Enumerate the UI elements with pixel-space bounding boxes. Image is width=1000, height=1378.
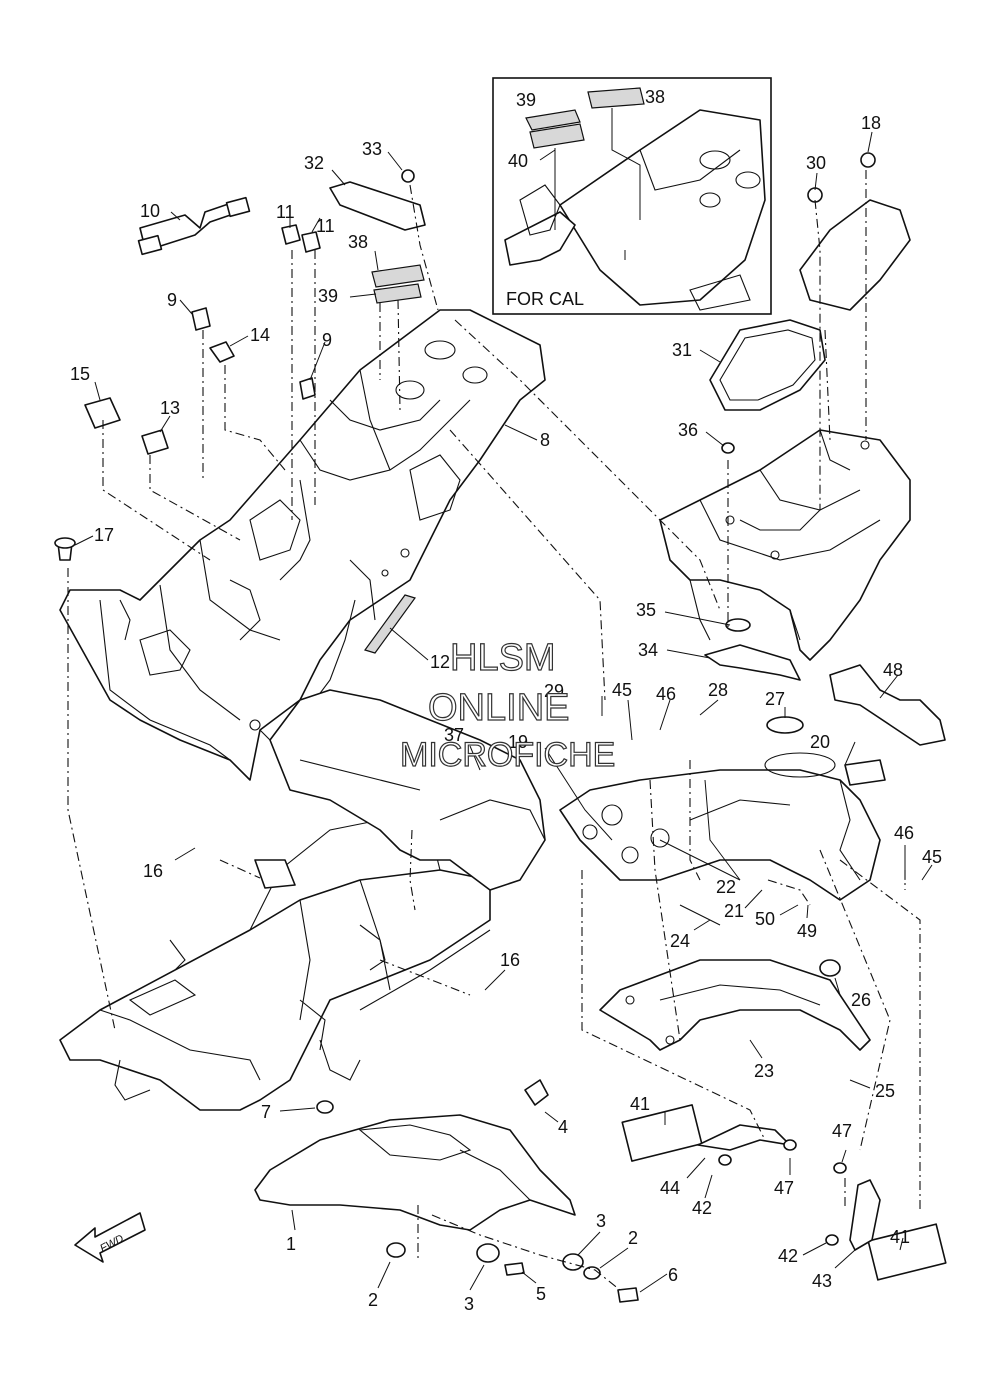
watermark-line-1: HLSM [450, 637, 556, 679]
callout-45: 45 [612, 680, 632, 700]
callout-47: 47 [832, 1121, 852, 1141]
callout-33: 33 [362, 139, 382, 159]
callout-4: 4 [558, 1117, 568, 1137]
callout-37: 37 [444, 725, 464, 745]
callout-46: 46 [656, 684, 676, 704]
fwd-arrow: FWD [74, 1212, 146, 1263]
callout-39-inset: 39 [516, 90, 536, 110]
callout-47: 47 [774, 1178, 794, 1198]
callout-41: 41 [890, 1227, 910, 1247]
callout-14: 14 [250, 325, 270, 345]
callout-25: 25 [875, 1081, 895, 1101]
frame-brackets [59, 689, 546, 1111]
for-cal-inset: FOR CAL 39 38 40 [492, 77, 772, 315]
callout-9: 9 [167, 290, 177, 310]
callout-3: 3 [464, 1294, 474, 1314]
callouts: 1 2 2 3 3 4 5 6 7 8 9 9 10 11 11 12 13 1… [70, 113, 942, 1314]
callout-29: 29 [544, 681, 564, 701]
callout-22: 22 [716, 877, 736, 897]
callout-40: 40 [508, 151, 528, 171]
callout-5: 5 [536, 1284, 546, 1304]
callout-2: 2 [628, 1228, 638, 1248]
callout-42: 42 [778, 1246, 798, 1266]
callout-9: 9 [322, 330, 332, 350]
callout-35: 35 [636, 600, 656, 620]
callout-26: 26 [851, 990, 871, 1010]
callout-18: 18 [861, 113, 881, 133]
watermark: HLSM ONLINE MICROFICHE [399, 636, 616, 774]
callout-48: 48 [883, 660, 903, 680]
assembly-lines [67, 170, 921, 1291]
callout-16: 16 [500, 950, 520, 970]
callout-46: 46 [894, 823, 914, 843]
callout-43: 43 [812, 1271, 832, 1291]
rear-fender-assembly [59, 309, 546, 781]
callout-11: 11 [316, 216, 335, 236]
callout-12: 12 [430, 652, 450, 672]
callout-16: 16 [143, 861, 163, 881]
callout-45: 45 [922, 847, 942, 867]
callout-38: 38 [348, 232, 368, 252]
callout-10: 10 [140, 201, 160, 221]
callout-50: 50 [755, 909, 775, 929]
callout-2: 2 [368, 1290, 378, 1310]
callout-23: 23 [754, 1061, 774, 1081]
callout-38-inset: 38 [645, 87, 665, 107]
callout-24: 24 [670, 931, 690, 951]
callout-19: 19 [508, 732, 528, 752]
callout-13: 13 [160, 398, 180, 418]
callout-15: 15 [70, 364, 90, 384]
small-parts-upper-left [54, 169, 426, 654]
callout-31: 31 [672, 340, 692, 360]
callout-20: 20 [810, 732, 830, 752]
rear-section [559, 442, 946, 1051]
callout-1: 1 [286, 1234, 296, 1254]
callout-34: 34 [638, 640, 658, 660]
callout-3: 3 [596, 1211, 606, 1231]
callout-30: 30 [806, 153, 826, 173]
callout-28: 28 [708, 680, 728, 700]
inset-title: FOR CAL [506, 289, 584, 309]
callout-17: 17 [94, 525, 114, 545]
subframe [659, 152, 911, 661]
callout-36: 36 [678, 420, 698, 440]
callout-44: 44 [660, 1178, 680, 1198]
callout-11: 11 [276, 202, 295, 222]
leader-lines [74, 131, 933, 1293]
callout-27: 27 [765, 689, 785, 709]
callout-21: 21 [724, 901, 744, 921]
watermark-line-2: ONLINE [428, 687, 569, 729]
callout-6: 6 [668, 1265, 678, 1285]
callout-8: 8 [540, 430, 550, 450]
callout-39: 39 [318, 286, 338, 306]
callout-41: 41 [630, 1094, 650, 1114]
callout-32: 32 [304, 153, 324, 173]
front-fender [254, 1079, 947, 1303]
callout-49: 49 [797, 921, 817, 941]
watermark-line-3: MICROFICHE [400, 736, 615, 774]
callout-42: 42 [692, 1198, 712, 1218]
callout-7: 7 [261, 1102, 271, 1122]
